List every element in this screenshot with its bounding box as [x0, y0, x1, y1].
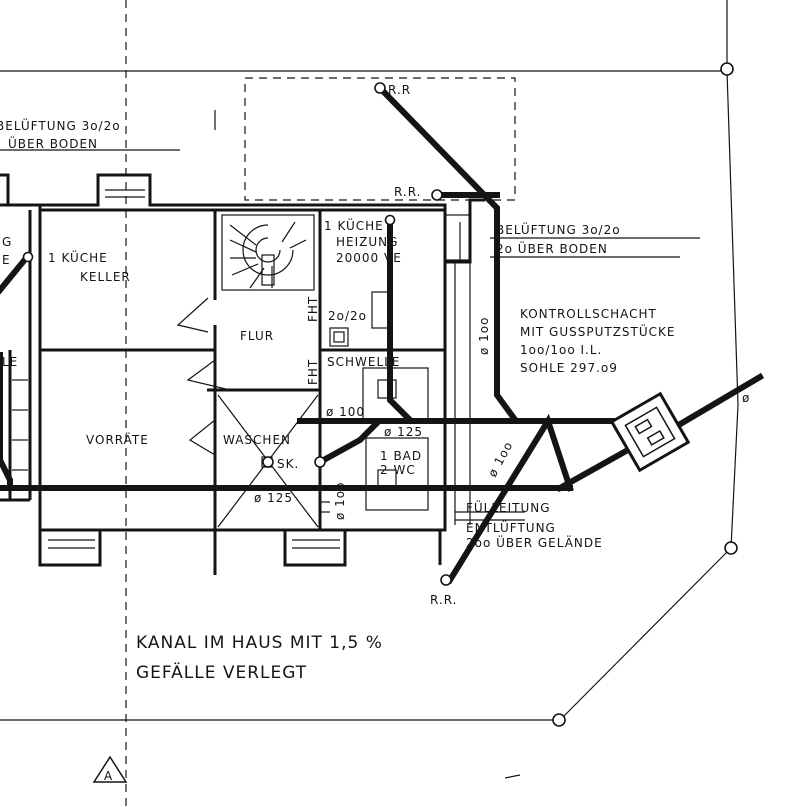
pipe-diameter-label: ø — [742, 391, 750, 405]
left-edge-label: G — [2, 235, 12, 249]
above-floor-label-left: ÜBER BODEN — [8, 135, 98, 151]
pipe-node — [314, 456, 326, 468]
pipe-nodes — [22, 82, 452, 586]
pipe-node — [262, 456, 274, 468]
left-edge-label: LE — [2, 355, 18, 369]
pipe-diameter-label: ø 100 — [326, 405, 365, 419]
center-axis — [125, 0, 216, 807]
note-line-2: GEFÄLLE VERLEGT — [136, 662, 307, 683]
left-edge-label: E — [2, 253, 11, 267]
fill-line-label: FÜLLEITUNG — [466, 499, 551, 515]
fht-label: FHT — [306, 359, 320, 385]
pipe-node — [384, 214, 396, 226]
building-walls — [0, 173, 485, 575]
staircase — [221, 214, 315, 291]
pipe-node — [22, 251, 34, 263]
bath-label-2: 2 WC — [380, 463, 416, 477]
vent-label-1: ENTLÜFTUNG — [466, 519, 556, 535]
heating-room-label-3: 20000 VE — [336, 251, 402, 265]
pipe-shaft — [454, 200, 471, 525]
ventilation-label-right: BELÜFTUNG 3o/2o — [496, 221, 621, 237]
ventilation-label-left: BELÜFTUNG 3o/2o — [0, 117, 121, 133]
kitchen-cellar-label-2: KELLER — [80, 270, 131, 284]
storage-label: VORRÄTE — [86, 432, 149, 447]
hallway-label: FLUR — [240, 329, 274, 343]
boundary-point — [552, 713, 566, 727]
above-floor-label-right: 2o ÜBER BODEN — [496, 240, 608, 256]
chimney-square — [329, 327, 349, 347]
rainwater-label-mid: R.R. — [394, 185, 421, 199]
rainwater-node — [431, 189, 443, 201]
drain-label: SK. — [277, 457, 299, 471]
pipe-diameter-label: ø 1oo — [477, 317, 491, 355]
pipe-diameter-label: ø 125 — [384, 425, 423, 439]
section-letter: A — [104, 769, 113, 783]
rainwater-label-bottom: R.R. — [430, 593, 457, 607]
threshold-label: SCHWELLE — [327, 355, 400, 369]
vent-label-2: 2oo ÜBER GELÄNDE — [466, 534, 603, 550]
kitchen-cellar-label-1: 1 KÜCHE — [48, 249, 108, 265]
rainwater-node — [440, 574, 452, 586]
chamber-label-3: 1oo/1oo I.L. — [520, 343, 602, 357]
dimension-label: 2o/2o — [328, 309, 367, 323]
fht-label: FHT — [306, 296, 320, 322]
chamber-label-2: MIT GUSSPUTZSTÜCKE — [520, 323, 675, 339]
property-boundary — [0, 0, 739, 727]
inspection-chamber — [609, 391, 691, 473]
window-ledges — [12, 189, 340, 549]
boundary-point — [720, 62, 734, 76]
dimension-lines — [0, 149, 700, 262]
section-marker — [92, 755, 128, 783]
chamber-label-4: SOHLE 297.o9 — [520, 361, 618, 375]
heating-room-label-1: 1 KÜCHE — [324, 217, 384, 233]
pipe-diameter-label: ø 125 — [254, 491, 293, 505]
boundary-point — [724, 541, 738, 555]
bath-label-1: 1 BAD — [380, 449, 422, 463]
chamber-label-1: KONTROLLSCHACHT — [520, 307, 657, 321]
heating-room-label-2: HEIZUNG — [336, 235, 398, 249]
pipe-diameter-label: ø 1oo — [485, 439, 515, 480]
door-swings — [176, 297, 231, 456]
rainwater-node — [374, 82, 386, 94]
pipe-diameter-label: ø 1oo — [333, 482, 347, 520]
washroom-label: WASCHEN — [223, 433, 291, 447]
note-line-1: KANAL IM HAUS MIT 1,5 % — [136, 633, 383, 653]
rainwater-label-top: R.R — [388, 83, 411, 97]
